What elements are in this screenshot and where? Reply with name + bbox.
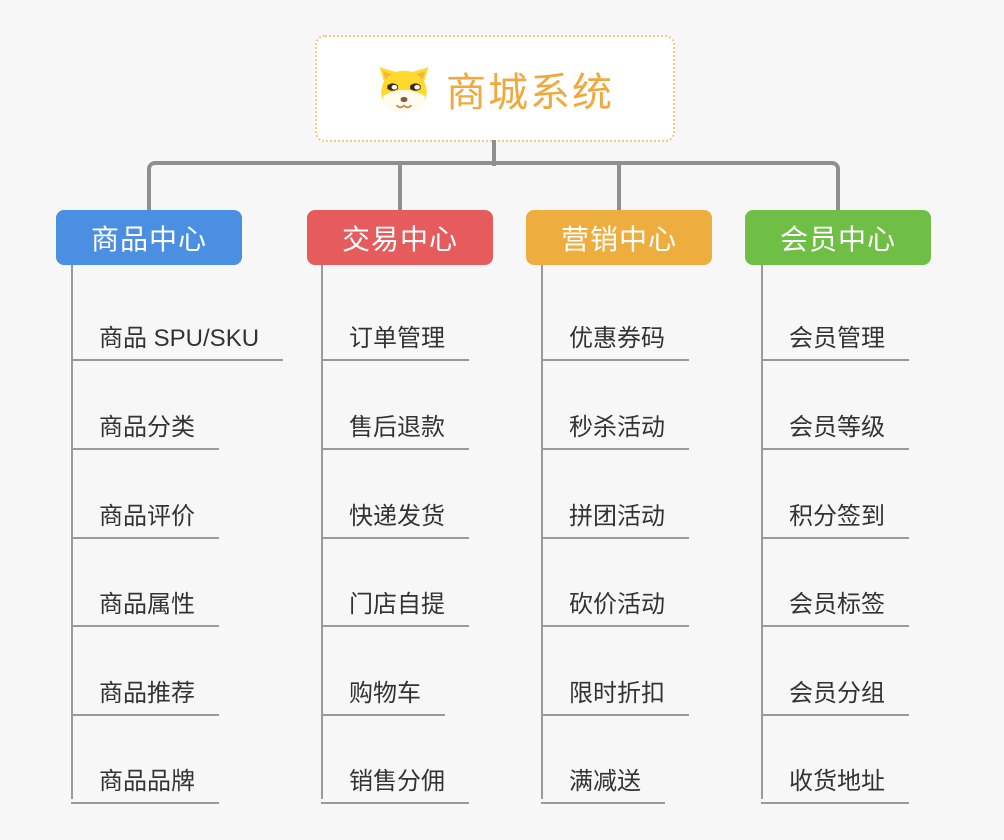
child-node-product-center-5[interactable]: 商品品牌 [71,752,219,804]
branch-node-trade-center[interactable]: 交易中心 [307,210,493,265]
child-node-trade-center-2[interactable]: 快递发货 [321,487,469,539]
branch-label: 会员中心 [779,223,896,255]
child-node-product-center-4[interactable]: 商品推荐 [71,664,219,716]
branch-label: 商品中心 [90,223,207,255]
branch-node-member-center[interactable]: 会员中心 [745,210,931,265]
child-node-trade-center-4[interactable]: 购物车 [321,664,445,716]
child-node-member-center-0[interactable]: 会员管理 [761,309,909,361]
branch-trunk-line [761,265,763,799]
root-node[interactable]: 商城系统 [315,35,675,142]
child-node-product-center-1[interactable]: 商品分类 [71,398,219,450]
connector-drop [617,165,621,211]
root-label: 商城系统 [446,70,614,115]
child-node-member-center-2[interactable]: 积分签到 [761,487,909,539]
child-node-marketing-center-3[interactable]: 砍价活动 [541,575,689,627]
child-node-marketing-center-1[interactable]: 秒杀活动 [541,398,689,450]
branch-label: 交易中心 [341,223,458,255]
child-node-product-center-2[interactable]: 商品评价 [71,487,219,539]
branch-trunk-line [541,265,543,799]
child-node-marketing-center-0[interactable]: 优惠券码 [541,309,689,361]
child-node-marketing-center-4[interactable]: 限时折扣 [541,664,689,716]
branch-trunk-line [71,265,73,799]
branch-label: 营销中心 [560,223,677,255]
connector-bus [147,161,840,211]
child-node-product-center-3[interactable]: 商品属性 [71,575,219,627]
child-node-marketing-center-5[interactable]: 满减送 [541,752,665,804]
dog-face-icon [379,66,429,113]
connector-root-stub [492,140,496,166]
child-node-member-center-1[interactable]: 会员等级 [761,398,909,450]
branch-node-product-center[interactable]: 商品中心 [56,210,242,265]
child-node-product-center-0[interactable]: 商品 SPU/SKU [71,309,284,361]
child-node-member-center-5[interactable]: 收货地址 [761,752,909,804]
child-node-member-center-4[interactable]: 会员分组 [761,664,909,716]
child-node-member-center-3[interactable]: 会员标签 [761,575,909,627]
child-node-trade-center-3[interactable]: 门店自提 [321,575,469,627]
connector-drop [398,165,402,211]
branch-node-marketing-center[interactable]: 营销中心 [526,210,712,265]
child-node-trade-center-5[interactable]: 销售分佣 [321,752,469,804]
child-node-trade-center-1[interactable]: 售后退款 [321,398,469,450]
child-node-trade-center-0[interactable]: 订单管理 [321,309,469,361]
child-node-marketing-center-2[interactable]: 拼团活动 [541,487,689,539]
branch-trunk-line [321,265,323,799]
